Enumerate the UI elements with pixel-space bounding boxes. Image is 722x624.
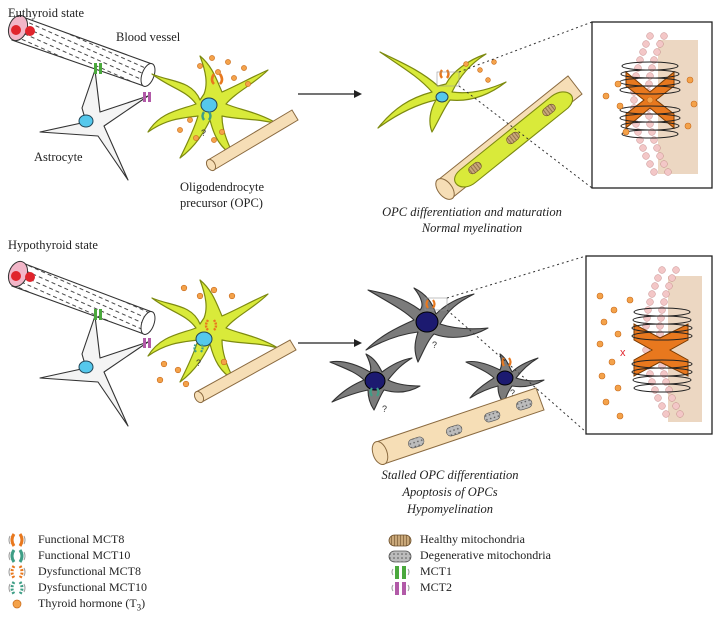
- hypomyelinated-axon: [371, 387, 545, 466]
- dysfunctional-mct8-zoom: [631, 307, 693, 393]
- blood-vessel: [7, 14, 156, 87]
- blood-vessel-label: Blood vessel: [116, 30, 181, 44]
- legend-label-main: Thyroid hormone (T: [38, 596, 137, 610]
- block-mark: x: [620, 347, 626, 359]
- euthyroid-outcome-line2: Normal myelination: [421, 221, 523, 235]
- thyroid-hormone-icon: [12, 599, 22, 609]
- opc-label-line1: Oligodendrocyte: [180, 180, 265, 194]
- opc-label-line2: precursor (OPC): [180, 196, 263, 210]
- apoptotic-opc: [365, 287, 489, 363]
- membrane-zoom-inset: [591, 21, 713, 189]
- mct2-transporter: [143, 92, 151, 102]
- legend-item: Functional MCT8: [38, 532, 124, 547]
- healthy-mitochondria-icon: [388, 534, 412, 547]
- axon: [205, 109, 299, 172]
- degenerative-mitochondrion: [446, 424, 463, 437]
- myelinated-axon: [435, 75, 583, 200]
- euthyroid-title: Euthyroid state: [8, 6, 85, 20]
- question-mark: ?: [382, 404, 387, 414]
- red-blood-cell: [11, 25, 21, 35]
- hormone-dots: [596, 292, 634, 420]
- opc-nucleus: [200, 97, 218, 113]
- blood-vessel: [7, 260, 156, 335]
- astrocyte-cell: [39, 315, 149, 427]
- legend-icons-right: [388, 534, 412, 595]
- degenerative-mitochondria-icon: [388, 550, 412, 563]
- healthy-mitochondrion: [468, 161, 482, 175]
- legend-label: Degenerative mitochondria: [420, 548, 551, 562]
- legend-icons-left: [8, 533, 26, 609]
- zoom-line: [446, 309, 587, 433]
- apoptotic-opc: [465, 353, 545, 405]
- hypothyroid-outcome-line1: Stalled OPC differentiation: [381, 468, 519, 482]
- dysfunctional-mct8-icon: [8, 565, 26, 579]
- axon: [193, 339, 297, 404]
- legend-item: Thyroid hormone (T3): [38, 596, 145, 612]
- hypothyroid-title: Hypothyroid state: [8, 238, 98, 252]
- membrane-zoom-inset: x: [585, 255, 713, 435]
- healthy-mitochondrion: [542, 103, 556, 117]
- hormone-dots: [602, 76, 698, 136]
- healthy-mitochondrion: [506, 131, 520, 145]
- legend-item: Degenerative mitochondria: [420, 548, 551, 563]
- hypothyroid-outcome-line2: Apoptosis of OPCs: [402, 485, 498, 499]
- hormone-dots: [177, 55, 251, 143]
- mct1-transporter: [94, 63, 102, 74]
- hormone-dots: [463, 59, 497, 83]
- mature-oligodendrocyte: [377, 51, 507, 133]
- legend-label-sub: 3: [136, 602, 142, 613]
- legend-item: Healthy mitochondria: [420, 532, 525, 547]
- legend-label: MCT1: [420, 564, 453, 578]
- euthyroid-panel: ?: [7, 14, 713, 200]
- mct1-transporter: [94, 309, 102, 320]
- legend-label: Healthy mitochondria: [420, 532, 525, 546]
- hypothyroid-outcome-line3: Hypomyelination: [406, 502, 494, 516]
- dysfunctional-mct10-icon: [8, 581, 26, 595]
- question-mark: ?: [201, 128, 206, 138]
- question-mark: ?: [510, 388, 515, 398]
- astrocyte-nucleus: [78, 114, 94, 128]
- degenerative-mitochondrion: [516, 398, 533, 411]
- legend-item: Functional MCT10: [38, 548, 130, 563]
- legend-label: Dysfunctional MCT10: [38, 580, 147, 594]
- hypothyroid-panel: ? ? ?: [7, 255, 713, 466]
- legend-item: Dysfunctional MCT8: [38, 564, 141, 579]
- astrocyte-cell: [39, 69, 149, 181]
- degenerative-mitochondrion: [408, 436, 425, 449]
- question-mark: ?: [432, 340, 437, 350]
- legend-item: MCT2: [420, 580, 452, 595]
- legend-item: Dysfunctional MCT10: [38, 580, 147, 595]
- legend-label: Dysfunctional MCT8: [38, 564, 141, 578]
- functional-mct8-icon: [8, 533, 26, 547]
- progression-arrow: [298, 90, 362, 98]
- euthyroid-outcome-line1: OPC differentiation and maturation: [382, 205, 562, 219]
- functional-mct10-icon: [8, 549, 26, 563]
- mct1-icon: [391, 566, 410, 579]
- mct2-transporter: [143, 338, 151, 348]
- progression-arrow: [298, 339, 362, 347]
- zoom-box: [436, 71, 460, 87]
- legend-label: Functional MCT10: [38, 548, 131, 562]
- legend-label: Functional MCT8: [38, 532, 125, 546]
- astrocyte-label: Astrocyte: [34, 150, 83, 164]
- degenerative-mitochondrion: [484, 410, 501, 423]
- legend-label: MCT2: [420, 580, 453, 594]
- zoom-line: [458, 21, 593, 73]
- mct2-icon: [391, 582, 410, 595]
- apoptotic-opc: [329, 353, 421, 411]
- legend-label-end: ): [141, 596, 146, 610]
- question-mark: ?: [196, 358, 201, 368]
- legend-label: Thyroid hormone (T3): [38, 596, 145, 612]
- red-blood-cell: [25, 26, 35, 36]
- zoom-line: [446, 255, 587, 299]
- legend-item: MCT1: [420, 564, 452, 579]
